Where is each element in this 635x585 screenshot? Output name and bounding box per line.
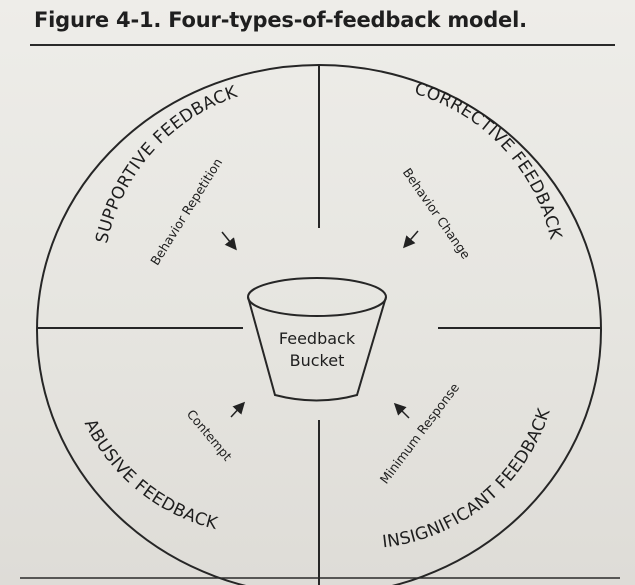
outer-ellipse [36, 64, 602, 585]
behavior-change-label: Behavior Change [400, 165, 474, 262]
bucket-label-line1: Feedback [279, 329, 356, 348]
arrow-abusive [230, 401, 246, 418]
arrow-insignificant [393, 402, 410, 419]
figure-title: Figure 4-1. Four-types-of-feedback model… [34, 8, 527, 32]
behavior-repetition-label: Behavior Repetition [147, 155, 225, 267]
feedback-bucket [247, 277, 387, 402]
insignificant-feedback-label: INSIGNIFICANT FEEDBACK [381, 405, 555, 552]
minimum-response-label: Minimum Response [377, 380, 463, 487]
arrow-supportive [221, 231, 237, 251]
arrow-corrective [403, 230, 419, 249]
bucket-label-line2: Bucket [290, 351, 345, 370]
contempt-label: Contempt [184, 407, 235, 464]
title-rule [30, 44, 615, 46]
